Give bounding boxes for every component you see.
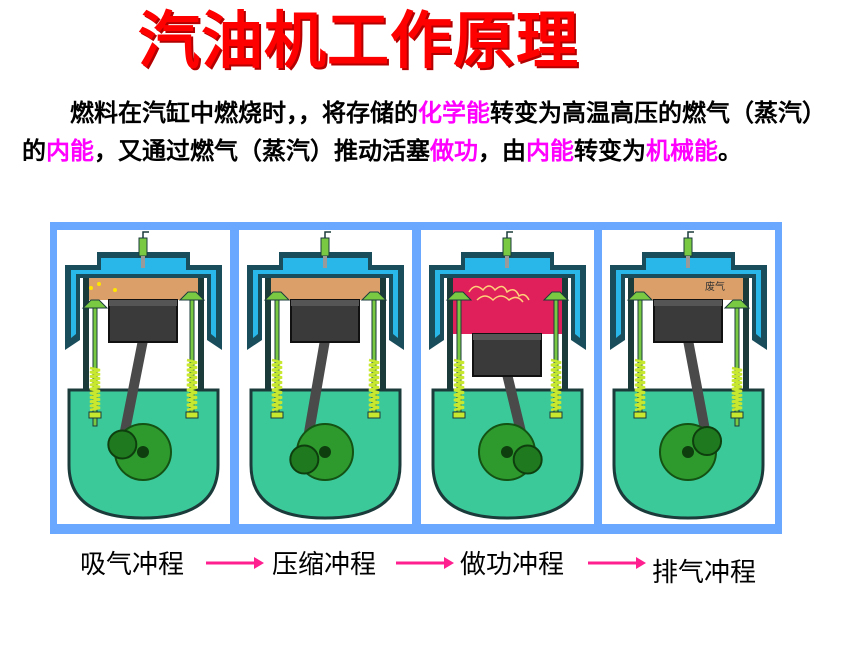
cylinder-gas [269, 278, 382, 300]
exhaust-valve [723, 299, 751, 427]
flame-icon [468, 285, 530, 303]
cylinder-gas [451, 278, 564, 334]
intake-valve [445, 291, 473, 419]
spark-plug-icon [502, 231, 513, 268]
spark-plug-icon [138, 231, 149, 268]
highlight-internal-energy-2: 内能 [526, 137, 574, 165]
text-segment: 转变为 [574, 137, 646, 165]
description-paragraph: 燃料在汽缸中燃烧时，，将存储的化学能转变为高温高压的燃气（蒸汽）的内能，又通过燃… [22, 94, 837, 170]
crankshaft-icon [289, 423, 354, 481]
engine-panel-compression [239, 230, 412, 524]
piston [108, 299, 178, 343]
text-segment: ，又通过燃气（蒸汽）推动活塞 [94, 137, 430, 165]
piston [290, 299, 360, 343]
crankshaft-icon [107, 423, 172, 481]
right-arrow-icon [588, 557, 646, 569]
crankshaft-icon [659, 423, 723, 481]
stroke-label-exhaust: 排气冲程 [652, 558, 757, 588]
engine-panel-intake [57, 230, 230, 524]
piston [472, 333, 542, 377]
intake-valve [263, 291, 291, 419]
piston [653, 299, 723, 343]
stroke-label-intake: 吸气冲程 [80, 550, 185, 580]
engine-panel-exhaust: 废气 [602, 230, 775, 524]
intake-valve [81, 299, 109, 427]
text-segment: 转变为高温高压的燃气（蒸汽）的 [22, 99, 826, 165]
crankshaft-icon [478, 423, 543, 481]
stroke-label-compression: 压缩冲程 [272, 550, 377, 580]
text-segment: 燃料在汽缸中燃烧时，，将存储的 [70, 99, 418, 127]
engine-diagram-frame: 废气 [50, 222, 782, 534]
page-title: 汽油机工作原理 [138, 4, 580, 77]
highlight-work: 做功 [430, 137, 478, 165]
text-segment: 。 [718, 137, 742, 165]
exhaust-valve [360, 291, 388, 419]
text-segment: ，由 [478, 137, 526, 165]
right-arrow-icon [396, 557, 454, 569]
spark-plug-icon [320, 231, 331, 268]
spark-mark-icon [89, 282, 117, 292]
spark-plug-icon [683, 231, 694, 268]
exhaust-valve [542, 291, 570, 419]
stroke-label-power: 做功冲程 [460, 550, 565, 580]
exhaust-valve [178, 291, 206, 419]
highlight-mechanical-energy: 机械能 [646, 137, 718, 165]
right-arrow-icon [206, 557, 264, 569]
connecting-rod [683, 335, 713, 446]
exhaust-gas-label: 废气 [705, 280, 725, 293]
connecting-rod [117, 335, 148, 450]
highlight-internal-energy: 内能 [46, 137, 94, 165]
engine-panel-power [421, 230, 594, 524]
intake-valve [626, 291, 654, 419]
cylinder-gas [87, 278, 200, 300]
highlight-chemical-energy: 化学能 [418, 99, 490, 127]
cylinder-gas [632, 278, 745, 300]
